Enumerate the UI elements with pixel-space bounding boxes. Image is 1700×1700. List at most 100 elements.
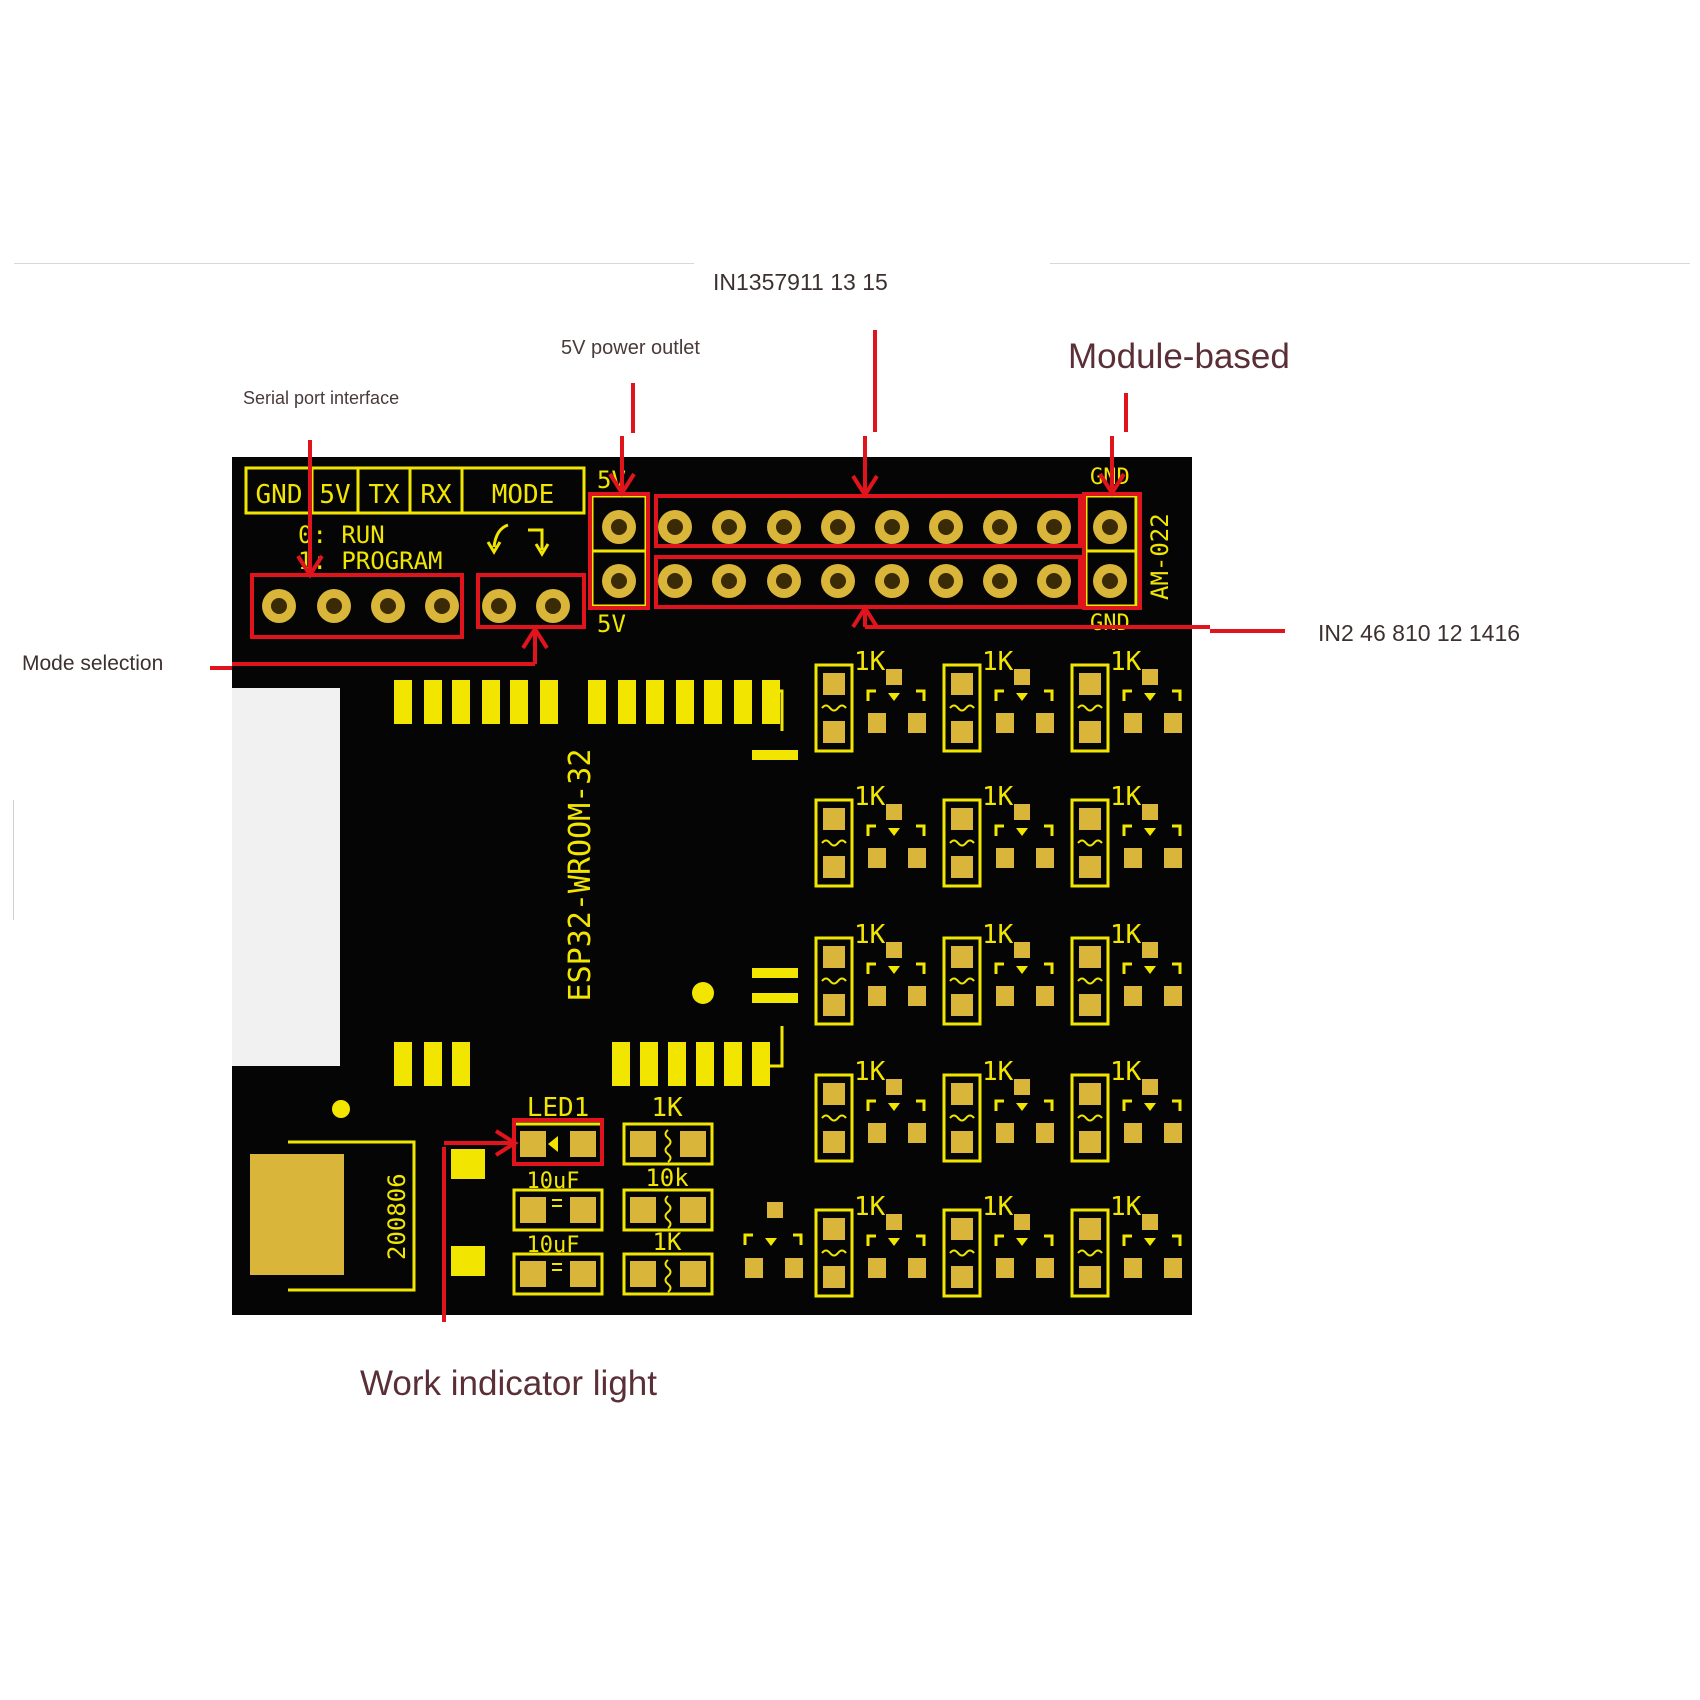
header-label-rx: RX [420, 480, 452, 510]
resistor-outline [942, 798, 982, 888]
resistor-outline [942, 1073, 982, 1163]
extra-pad-right [785, 1258, 803, 1278]
led-pad-top [1142, 942, 1158, 958]
header-pin-top-4-hole [776, 519, 792, 535]
serial-pin-4-hole [434, 598, 450, 614]
res-top-zigzag-icon [664, 1129, 672, 1163]
led-bracket [866, 824, 926, 836]
led-bracket [1122, 1234, 1182, 1246]
pin-gnd-bottom-label: GND [1090, 611, 1130, 636]
mode-program-label: 1: PROGRAM [298, 547, 443, 575]
resistor-zigzag-icon [949, 1114, 975, 1122]
resistor-pad-top [951, 673, 973, 695]
resistor-zigzag-icon [821, 1114, 847, 1122]
esp32-pin1-dot [692, 982, 714, 1004]
resistor-pad-bottom [951, 856, 973, 878]
header-pin-bottom-2-hole [667, 573, 683, 589]
led-bracket [1122, 824, 1182, 836]
serial-pin-2-hole [326, 598, 342, 614]
resistor-value-label: 1K [1110, 1057, 1142, 1087]
led-pad-left [1124, 1258, 1142, 1278]
led-bracket [994, 1234, 1054, 1246]
led-pad-left [996, 986, 1014, 1006]
resistor-zigzag-icon [949, 977, 975, 985]
led-pad-left [868, 1123, 886, 1143]
resistor-pad-top [951, 1083, 973, 1105]
mode-run-label: 0: RUN [298, 521, 385, 549]
led-pad-top [1142, 1079, 1158, 1095]
resistor-pad-bottom [1079, 721, 1101, 743]
resistor-value-label: 1K [982, 920, 1014, 950]
5v-pins-highlight [588, 492, 650, 610]
led-pad-top [1014, 1214, 1030, 1230]
regulator-outline [288, 1140, 416, 1292]
resistor-value-label: 1K [854, 782, 886, 812]
led-cell-r3c1: 1K [814, 920, 926, 1026]
resistor-zigzag-icon [1077, 704, 1103, 712]
resistor-zigzag-icon [1077, 1249, 1103, 1257]
top-divider-right [1050, 263, 1690, 264]
resistor-pad-top [951, 808, 973, 830]
resistor-value-label: 1K [1110, 647, 1142, 677]
led-bracket [866, 1234, 926, 1246]
resistor-outline [814, 1073, 854, 1163]
led-bracket [866, 962, 926, 974]
led-pad-top [1014, 669, 1030, 685]
led-cell-r2c3: 1K [1070, 782, 1182, 888]
esp32-marker-c [752, 993, 798, 1003]
serial-pin-3-hole [380, 598, 396, 614]
led-bracket [1122, 1099, 1182, 1111]
esp-pad-bottom-left-1 [394, 1042, 412, 1086]
callout-mode-selection: Mode selection [22, 652, 164, 675]
odd-row-highlight [654, 494, 1082, 548]
cap-bottom-pad-b [570, 1261, 596, 1287]
header-pin-bottom-10-hole [1102, 573, 1118, 589]
resistor-zigzag-icon [949, 839, 975, 847]
resistor-zigzag-icon [821, 977, 847, 985]
led-bracket [994, 824, 1054, 836]
led-cell-r1c1: 1K [814, 647, 926, 753]
resistor-value-label: 1K [1110, 782, 1142, 812]
resistor-pad-bottom [951, 1266, 973, 1288]
res-top-pad-b [680, 1131, 706, 1157]
resistor-outline [814, 936, 854, 1026]
esp32-pad-group [394, 680, 780, 1086]
esp-pad-top-left-2 [424, 680, 442, 724]
led-pad-top [1014, 1079, 1030, 1095]
header-pin-bottom-3-hole [721, 573, 737, 589]
led-pad-right [908, 713, 926, 733]
regulator-pad [250, 1154, 344, 1275]
resistor-pad-top [1079, 1218, 1101, 1240]
led-diode-icon [1016, 966, 1028, 974]
resistor-value-label: 1K [854, 647, 886, 677]
led-diode-icon [888, 693, 900, 701]
led-pad-top [886, 804, 902, 820]
esp-pad-top-right-3 [646, 680, 664, 724]
model-code-label: AM-022 [1146, 513, 1174, 600]
led-cell-r2c2: 1K [942, 782, 1054, 888]
callout-odd-inputs: IN1357911 13 15 [713, 269, 888, 295]
led-cell-r5c1: 1K [814, 1192, 926, 1298]
cap-top-pad-b [570, 1197, 596, 1223]
callout-work-indicator: Work indicator light [360, 1364, 657, 1403]
led-cell-r2c1: 1K [814, 782, 926, 888]
resistor-pad-bottom [951, 1131, 973, 1153]
header-label-tx: TX [368, 480, 400, 510]
esp-pad-bottom-left-2 [424, 1042, 442, 1086]
resistor-pad-bottom [1079, 994, 1101, 1016]
esp-pad-top-left-4 [482, 680, 500, 724]
res-mid-zigzag-icon [664, 1195, 672, 1229]
header-pin-bottom-4-hole [776, 573, 792, 589]
led-cell-r3c3: 1K [1070, 920, 1182, 1026]
mode-pin-2-hole [545, 598, 561, 614]
annotation-layer [210, 330, 1285, 1322]
led-cell-r5c3: 1K [1070, 1192, 1182, 1298]
res-top-pad-a [630, 1131, 656, 1157]
resistor-outline [814, 798, 854, 888]
resistor-outline [1070, 663, 1110, 753]
led-bracket [1122, 962, 1182, 974]
header-pin-top-7-hole [938, 519, 954, 535]
resistor-value-label: 1K [982, 1057, 1014, 1087]
header-pin-bottom-8-hole [992, 573, 1008, 589]
extra-diode-icon [765, 1238, 777, 1246]
